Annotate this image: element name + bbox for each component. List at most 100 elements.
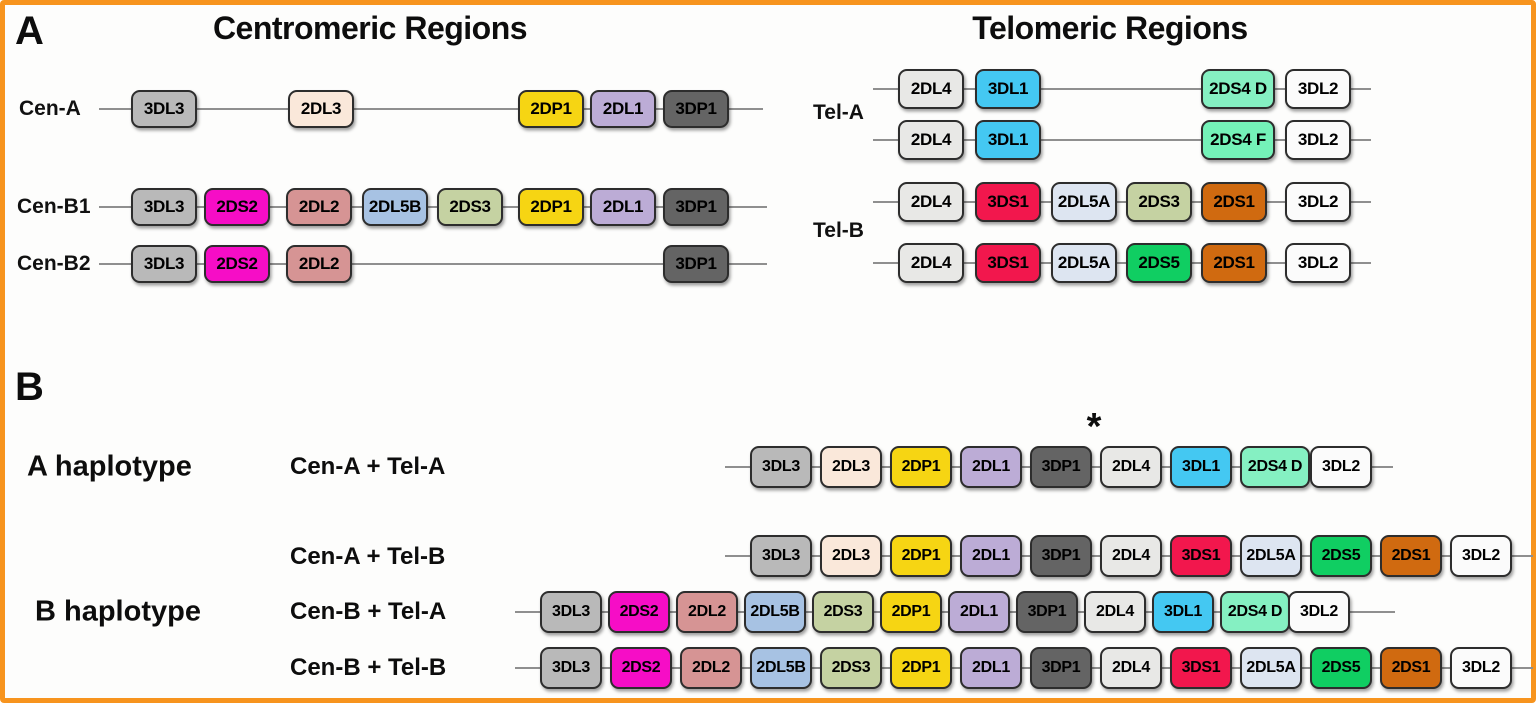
row-label-cen-a: Cen-A: [19, 97, 81, 120]
gene-box-2ds1: 2DS1: [1201, 182, 1267, 222]
row-label-cen-b1: Cen-B1: [17, 195, 91, 218]
gene-box-2dl4: 2DL4: [1100, 535, 1162, 577]
gene-box-3ds1: 3DS1: [1170, 535, 1232, 577]
gene-box-2dl5b: 2DL5B: [744, 591, 806, 633]
gene-box-2dl3: 2DL3: [820, 535, 882, 577]
gene-box-2dl1: 2DL1: [948, 591, 1010, 633]
gene-box-2dl1: 2DL1: [960, 647, 1022, 689]
gene-box-2dl5b: 2DL5B: [750, 647, 812, 689]
gene-box-3dl2: 3DL2: [1285, 182, 1351, 222]
group-label-tel-a: Tel-A: [813, 101, 864, 124]
centromeric-title: Centromeric Regions: [212, 10, 528, 46]
chromosome-line: [99, 108, 763, 110]
gene-box-3dl2: 3DL2: [1285, 69, 1351, 109]
gene-box-3dl3: 3DL3: [540, 647, 602, 689]
gene-box-2dl1: 2DL1: [590, 188, 656, 226]
chromosome-line: [873, 88, 1371, 90]
gene-box-2dl5b: 2DL5B: [362, 188, 428, 226]
gene-box-2ds3: 2DS3: [812, 591, 874, 633]
gene-box-3dl1: 3DL1: [1170, 446, 1232, 488]
formula-cen-b-tel-a: Cen-B + Tel-A: [290, 598, 447, 625]
gene-box-2ds4-d: 2DS4 D: [1201, 69, 1275, 109]
gene-box-2dl1: 2DL1: [960, 535, 1022, 577]
gene-box-3dl3: 3DL3: [131, 188, 197, 226]
gene-box-2ds4-d: 2DS4 D: [1220, 591, 1290, 633]
gene-box-3dl3: 3DL3: [750, 535, 812, 577]
gene-box-2dl4: 2DL4: [898, 69, 964, 109]
gene-box-2ds3: 2DS3: [437, 188, 503, 226]
gene-box-3dp1: 3DP1: [1030, 535, 1092, 577]
gene-box-2dl4: 2DL4: [1100, 446, 1162, 488]
gene-box-2ds1: 2DS1: [1380, 535, 1442, 577]
gene-box-2ds4-d: 2DS4 D: [1240, 446, 1310, 488]
gene-box-2ds5: 2DS5: [1126, 243, 1192, 283]
row-label-cen-b2: Cen-B2: [17, 252, 91, 275]
gene-box-2dp1: 2DP1: [890, 535, 952, 577]
chromosome-line: [873, 201, 1371, 203]
chromosome-line: [99, 206, 767, 208]
gene-box-3ds1: 3DS1: [975, 243, 1041, 283]
gene-box-2dl4: 2DL4: [1084, 591, 1146, 633]
gene-box-3ds1: 3DS1: [1170, 647, 1232, 689]
gene-box-3ds1: 3DS1: [975, 182, 1041, 222]
chromosome-line: [99, 263, 767, 265]
gene-box-2dl4: 2DL4: [898, 120, 964, 160]
gene-box-3dp1: 3DP1: [663, 90, 729, 128]
recombination-asterisk: *: [1086, 406, 1102, 448]
gene-box-2ds1: 2DS1: [1201, 243, 1267, 283]
gene-box-3dp1: 3DP1: [663, 188, 729, 226]
gene-box-2ds2: 2DS2: [204, 245, 270, 283]
gene-box-3dl3: 3DL3: [131, 245, 197, 283]
gene-box-2ds2: 2DS2: [610, 647, 672, 689]
gene-box-2dl4: 2DL4: [898, 182, 964, 222]
chromosome-line: [873, 139, 1371, 141]
gene-box-2dp1: 2DP1: [890, 446, 952, 488]
gene-box-2dl2: 2DL2: [680, 647, 742, 689]
gene-box-3dp1: 3DP1: [1030, 446, 1092, 488]
gene-box-2ds5: 2DS5: [1310, 535, 1372, 577]
gene-box-3dp1: 3DP1: [1016, 591, 1078, 633]
gene-box-2dl3: 2DL3: [288, 90, 354, 128]
gene-box-2dl3: 2DL3: [820, 446, 882, 488]
gene-box-2ds5: 2DS5: [1310, 647, 1372, 689]
telomeric-title: Telomeric Regions: [972, 10, 1248, 46]
chromosome-line: [873, 262, 1371, 264]
gene-box-2dp1: 2DP1: [890, 647, 952, 689]
gene-box-3dl3: 3DL3: [131, 90, 197, 128]
gene-box-2dl5a: 2DL5A: [1240, 647, 1302, 689]
group-label-b-haplotype: B haplotype: [35, 595, 201, 628]
gene-box-3dl3: 3DL3: [540, 591, 602, 633]
gene-box-3dl1: 3DL1: [975, 69, 1041, 109]
gene-box-2dl4: 2DL4: [898, 243, 964, 283]
gene-box-3dl2: 3DL2: [1310, 446, 1372, 488]
gene-box-3dl2: 3DL2: [1450, 535, 1512, 577]
gene-box-2ds3: 2DS3: [1126, 182, 1192, 222]
group-label-tel-b: Tel-B: [813, 219, 864, 242]
gene-box-2dl1: 2DL1: [590, 90, 656, 128]
gene-box-2dl2: 2DL2: [676, 591, 738, 633]
formula-cen-b-tel-b: Cen-B + Tel-B: [290, 654, 447, 681]
formula-cen-a-tel-a: Cen-A + Tel-A: [290, 453, 446, 480]
gene-box-2dl5a: 2DL5A: [1051, 182, 1117, 222]
gene-box-2dl2: 2DL2: [286, 245, 352, 283]
gene-box-3dl2: 3DL2: [1288, 591, 1350, 633]
gene-box-2ds2: 2DS2: [608, 591, 670, 633]
gene-box-2dp1: 2DP1: [880, 591, 942, 633]
gene-box-2dl5a: 2DL5A: [1240, 535, 1302, 577]
gene-box-2ds2: 2DS2: [204, 188, 270, 226]
gene-box-3dl1: 3DL1: [975, 120, 1041, 160]
gene-box-3dl3: 3DL3: [750, 446, 812, 488]
gene-box-3dp1: 3DP1: [1030, 647, 1092, 689]
gene-box-2dp1: 2DP1: [518, 90, 584, 128]
gene-box-3dp1: 3DP1: [663, 245, 729, 283]
gene-box-2dl4: 2DL4: [1100, 647, 1162, 689]
group-label-a-haplotype: A haplotype: [27, 450, 192, 483]
gene-box-2ds4-f: 2DS4 F: [1201, 120, 1275, 160]
gene-box-2dl2: 2DL2: [286, 188, 352, 226]
gene-box-3dl2: 3DL2: [1285, 243, 1351, 283]
gene-box-3dl2: 3DL2: [1285, 120, 1351, 160]
gene-box-3dl1: 3DL1: [1152, 591, 1214, 633]
formula-cen-a-tel-b: Cen-A + Tel-B: [290, 543, 446, 570]
gene-box-2dp1: 2DP1: [518, 188, 584, 226]
